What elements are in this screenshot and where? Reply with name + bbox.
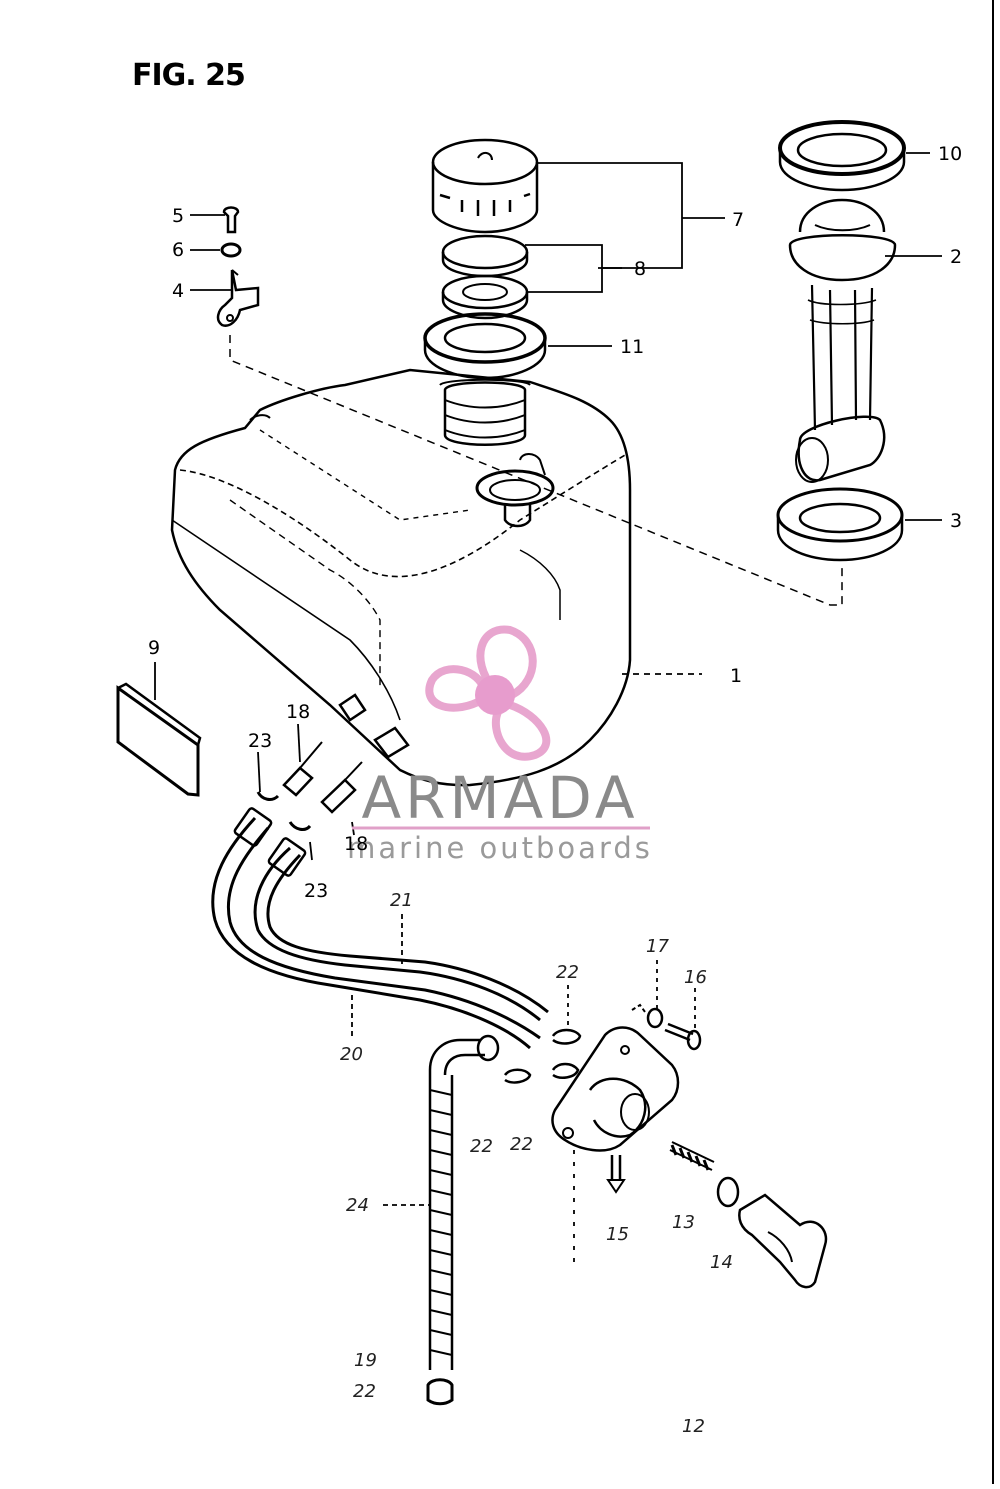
callout-18b: 18 — [344, 833, 368, 855]
callout-16: 16 — [684, 967, 707, 988]
bracket-assembly — [216, 206, 260, 327]
callout-2: 2 — [950, 246, 962, 268]
watermark-name: ARMADA — [361, 764, 638, 832]
callout-10: 10 — [938, 143, 962, 165]
callout-22c: 22 — [510, 1134, 533, 1155]
callout-23a: 23 — [248, 730, 272, 752]
callout-labels: 1 2 3 4 5 6 7 8 9 10 11 12 13 14 15 16 1… — [148, 143, 962, 1437]
callout-5: 5 — [172, 205, 184, 227]
leader-lines — [154, 152, 942, 1265]
fuel-cock — [551, 1003, 828, 1289]
callout-15: 15 — [606, 1224, 629, 1245]
callout-3: 3 — [950, 510, 962, 532]
callout-24: 24 — [346, 1195, 369, 1216]
callout-22b: 22 — [470, 1136, 493, 1157]
fuel-tank — [170, 368, 632, 787]
callout-8: 8 — [634, 258, 646, 280]
decal-plate — [116, 682, 202, 797]
figure-title: FIG. 25 — [132, 58, 246, 93]
callout-4: 4 — [172, 280, 184, 302]
watermark-tagline: marine outboards — [347, 831, 653, 865]
fuel-gauge — [776, 120, 906, 562]
callout-17: 17 — [646, 936, 669, 957]
callout-22a: 22 — [556, 962, 579, 983]
callout-6: 6 — [172, 239, 184, 261]
fuel-line — [426, 1028, 582, 1406]
propeller-logo — [425, 625, 551, 761]
callout-12: 12 — [682, 1416, 705, 1437]
callout-20: 20 — [340, 1044, 363, 1065]
callout-19: 19 — [354, 1350, 377, 1371]
callout-1: 1 — [730, 665, 742, 687]
tank-cap — [423, 138, 547, 446]
callout-21: 21 — [390, 890, 413, 911]
callout-23b: 23 — [304, 880, 328, 902]
callout-11: 11 — [620, 336, 644, 358]
callout-9: 9 — [148, 637, 160, 659]
armada-watermark: ARMADA marine outboards — [347, 625, 653, 865]
callout-18a: 18 — [286, 701, 310, 723]
callout-13: 13 — [672, 1212, 695, 1233]
callout-14: 14 — [710, 1252, 733, 1273]
callout-7: 7 — [732, 209, 744, 231]
hose-assembly — [211, 741, 549, 1050]
callout-22d: 22 — [353, 1381, 376, 1402]
